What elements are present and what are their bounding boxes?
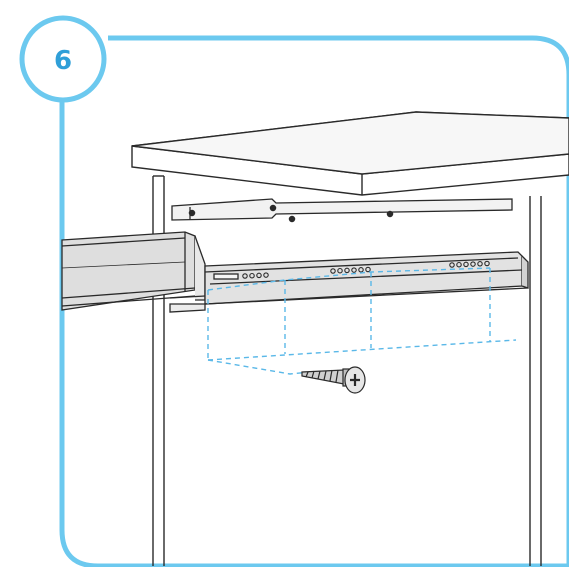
mount-hole — [330, 268, 336, 274]
mount-hole — [484, 260, 490, 267]
mount-hole — [344, 267, 350, 274]
mount-hole — [449, 262, 455, 268]
mount-hole — [470, 261, 476, 267]
drawer-box — [61, 231, 206, 311]
mount-hole — [249, 272, 255, 279]
alignment-guides — [207, 267, 517, 375]
mount-hole — [477, 261, 483, 267]
mount-hole — [463, 261, 469, 268]
top-mounting-rail — [171, 198, 513, 223]
rail-screw-3 — [288, 215, 296, 223]
mount-hole — [337, 267, 343, 274]
mount-hole — [256, 272, 262, 279]
drawer-slide — [169, 251, 529, 313]
step-badge-circle — [19, 15, 107, 103]
rail-screw-2 — [269, 204, 277, 212]
phillips-cross — [350, 374, 360, 386]
step-frame — [59, 35, 569, 567]
countertop — [131, 111, 569, 196]
mount-hole — [358, 267, 364, 273]
step-badge: 6 — [19, 15, 107, 103]
rail-screw-1 — [188, 209, 196, 217]
step-number: 6 — [54, 46, 72, 76]
mount-hole — [351, 267, 357, 273]
mount-hole — [365, 266, 371, 273]
rail-screw-4 — [386, 210, 394, 218]
mount-hole — [456, 261, 462, 268]
slide-latch — [213, 273, 239, 280]
phillips-screw-icon — [301, 366, 366, 394]
mount-hole — [263, 272, 269, 278]
mount-hole — [242, 273, 248, 279]
slide-mounting-holes — [242, 260, 490, 279]
